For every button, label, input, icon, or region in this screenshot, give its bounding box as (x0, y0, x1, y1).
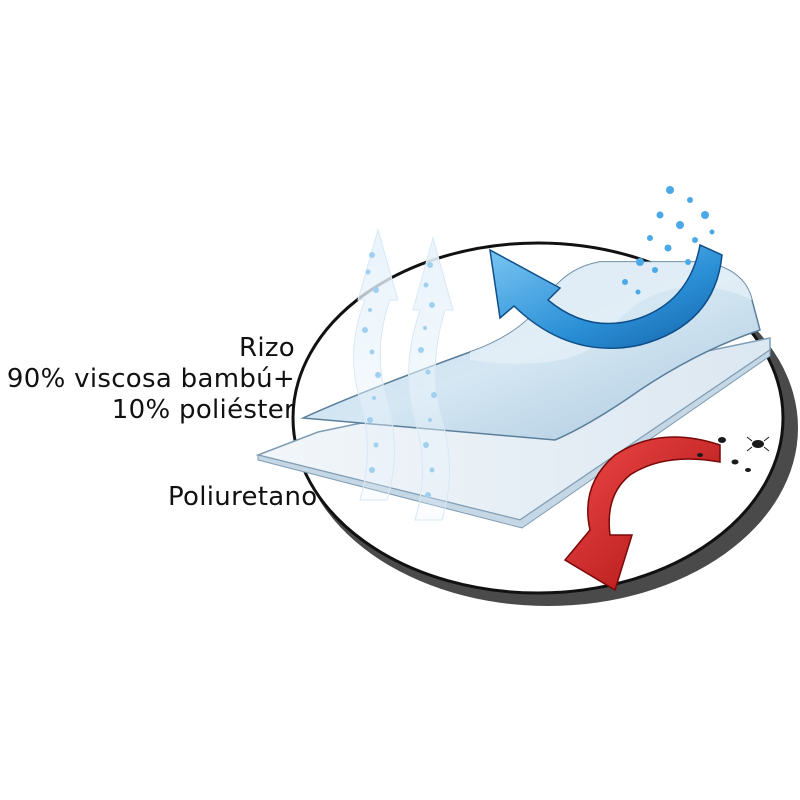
mite-icon (697, 436, 770, 472)
label-poliester: 10% poliéster (111, 395, 295, 425)
label-viscosa-bambu: 90% viscosa bambú+ (6, 364, 295, 394)
vapor-rising-icon (353, 228, 454, 521)
blue-curved-arrow-icon (489, 186, 723, 349)
label-rizo: Rizo (238, 333, 295, 363)
top-layer-fold (470, 262, 752, 364)
red-down-arrow-icon (563, 436, 721, 592)
label-poliuretano: Poliuretano (168, 482, 318, 512)
bottom-layer-edge (257, 349, 771, 529)
